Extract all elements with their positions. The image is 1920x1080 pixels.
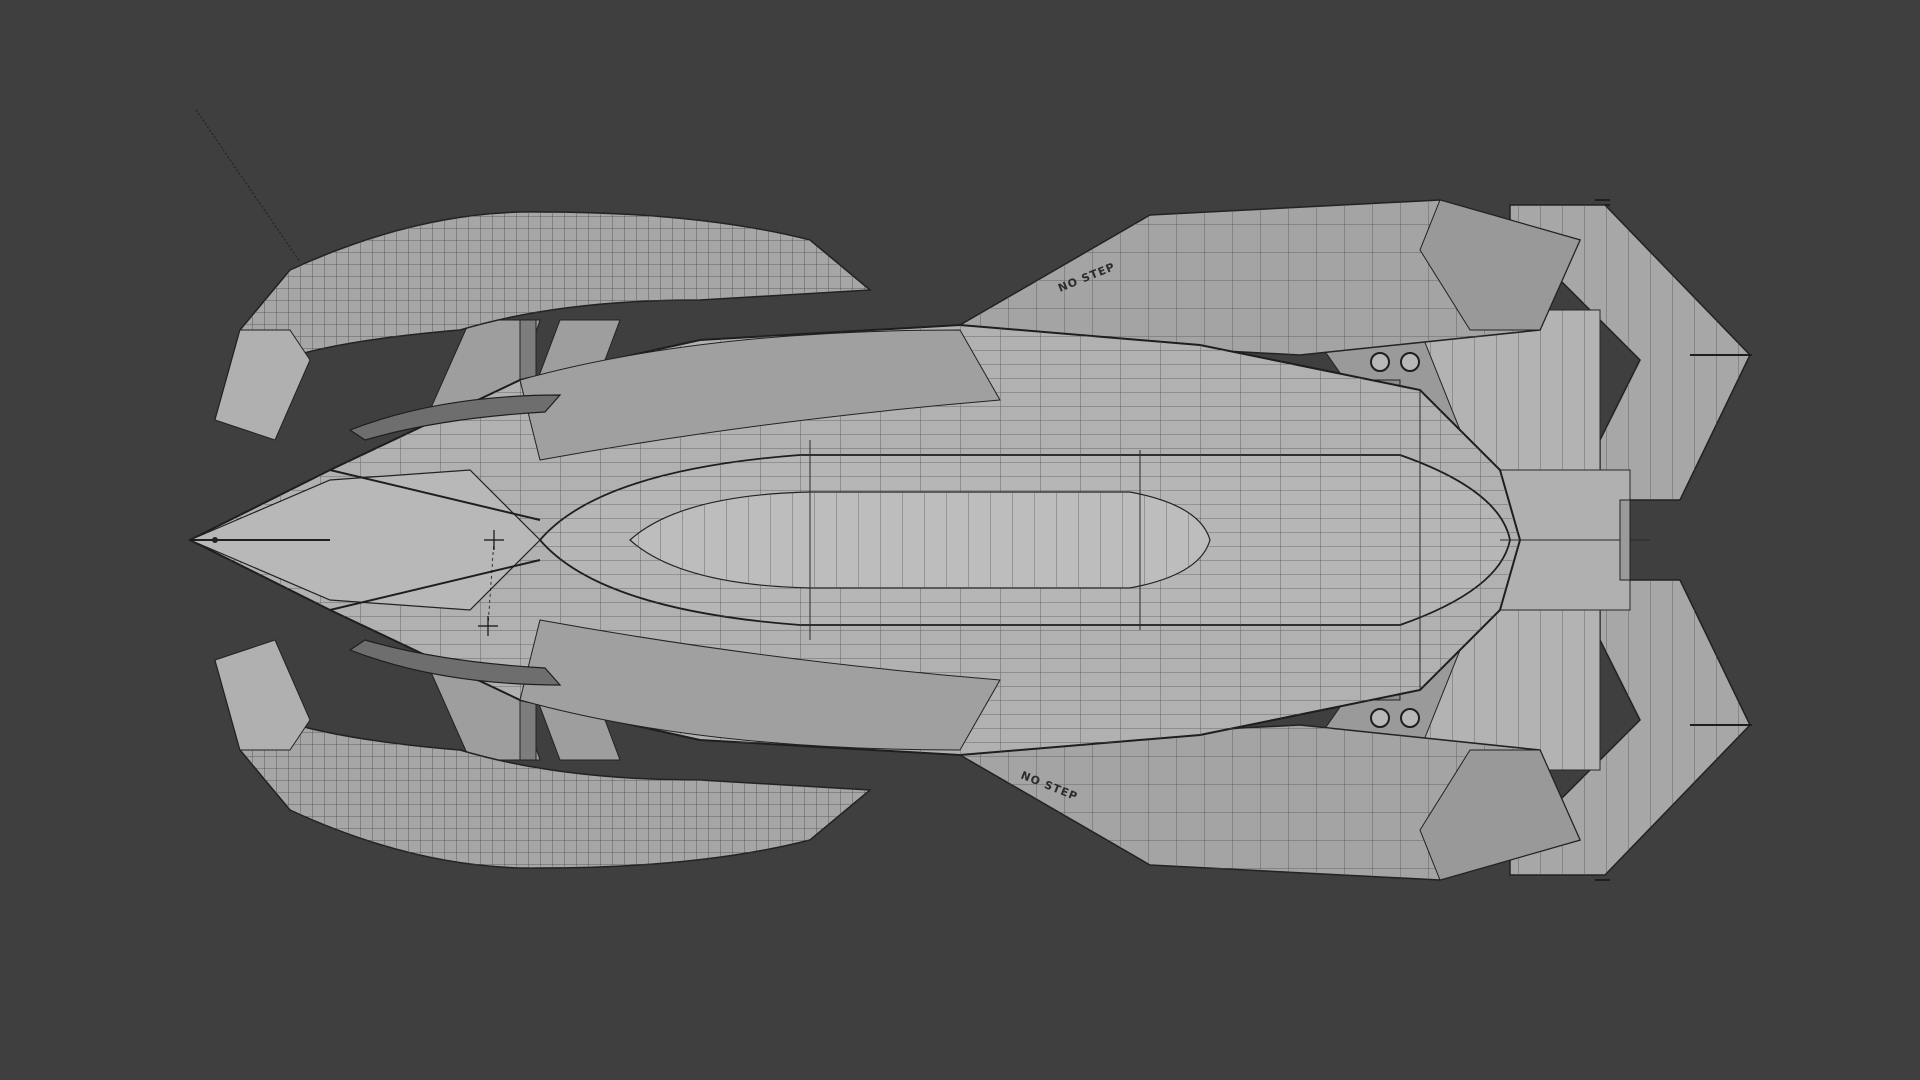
main-body[interactable] (187, 323, 1522, 757)
bolt-icon (1400, 352, 1420, 372)
side-pod-lower[interactable]: NO STEP (958, 724, 1582, 881)
bolt-icon (1370, 352, 1390, 372)
nose-canards[interactable] (214, 329, 311, 751)
bolt-icon (1370, 708, 1390, 728)
guide-line (195, 109, 301, 263)
rear-center-detail (1500, 499, 1650, 581)
nose-tip (212, 537, 218, 543)
air-intakes[interactable] (348, 394, 562, 686)
side-pod-upper[interactable]: NO STEP (958, 199, 1582, 356)
crosshair-icon[interactable] (478, 530, 504, 636)
bolt-icon (1400, 708, 1420, 728)
